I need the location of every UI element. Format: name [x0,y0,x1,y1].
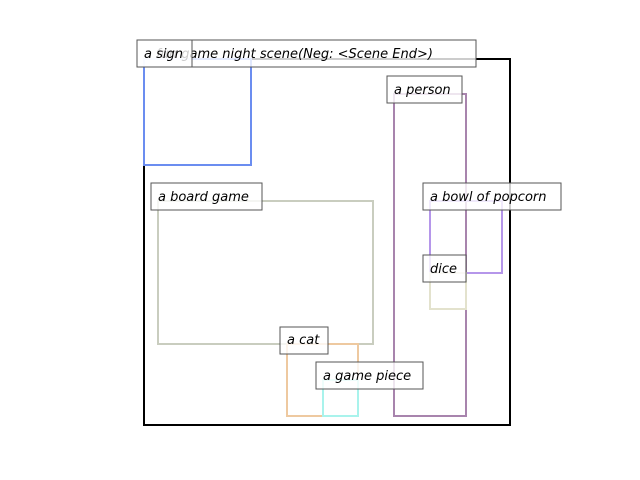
label-board-game-text: a board game [158,190,249,205]
label-sign-bg [136,39,193,68]
label-board-game-bg [150,182,263,211]
label-popcorn-text: a bowl of popcorn [430,190,547,205]
label-person-bg [386,75,463,104]
scene-caption-text: a fun game night scene(Neg: <Scene End>) [144,47,433,62]
label-board-game: a board game [150,182,263,211]
label-game-piece-bg [315,361,424,390]
label-popcorn-bg [422,182,562,211]
label-person-text: a person [394,83,451,98]
label-cat-bg [279,326,329,355]
box-sign [143,58,252,166]
label-sign: a sign [136,39,193,68]
label-game-piece: a game piece [315,361,424,390]
label-dice: dice [422,254,467,283]
label-popcorn: a bowl of popcorn [422,182,562,211]
label-game-piece-text: a game piece [323,369,411,384]
label-cat-text: a cat [287,333,320,348]
label-sign-text: a sign [144,47,183,62]
label-person: a person [386,75,463,104]
label-dice-text: dice [430,262,457,277]
label-cat: a cat [279,326,329,355]
label-dice-bg [422,254,467,283]
box-board-game [157,200,374,345]
